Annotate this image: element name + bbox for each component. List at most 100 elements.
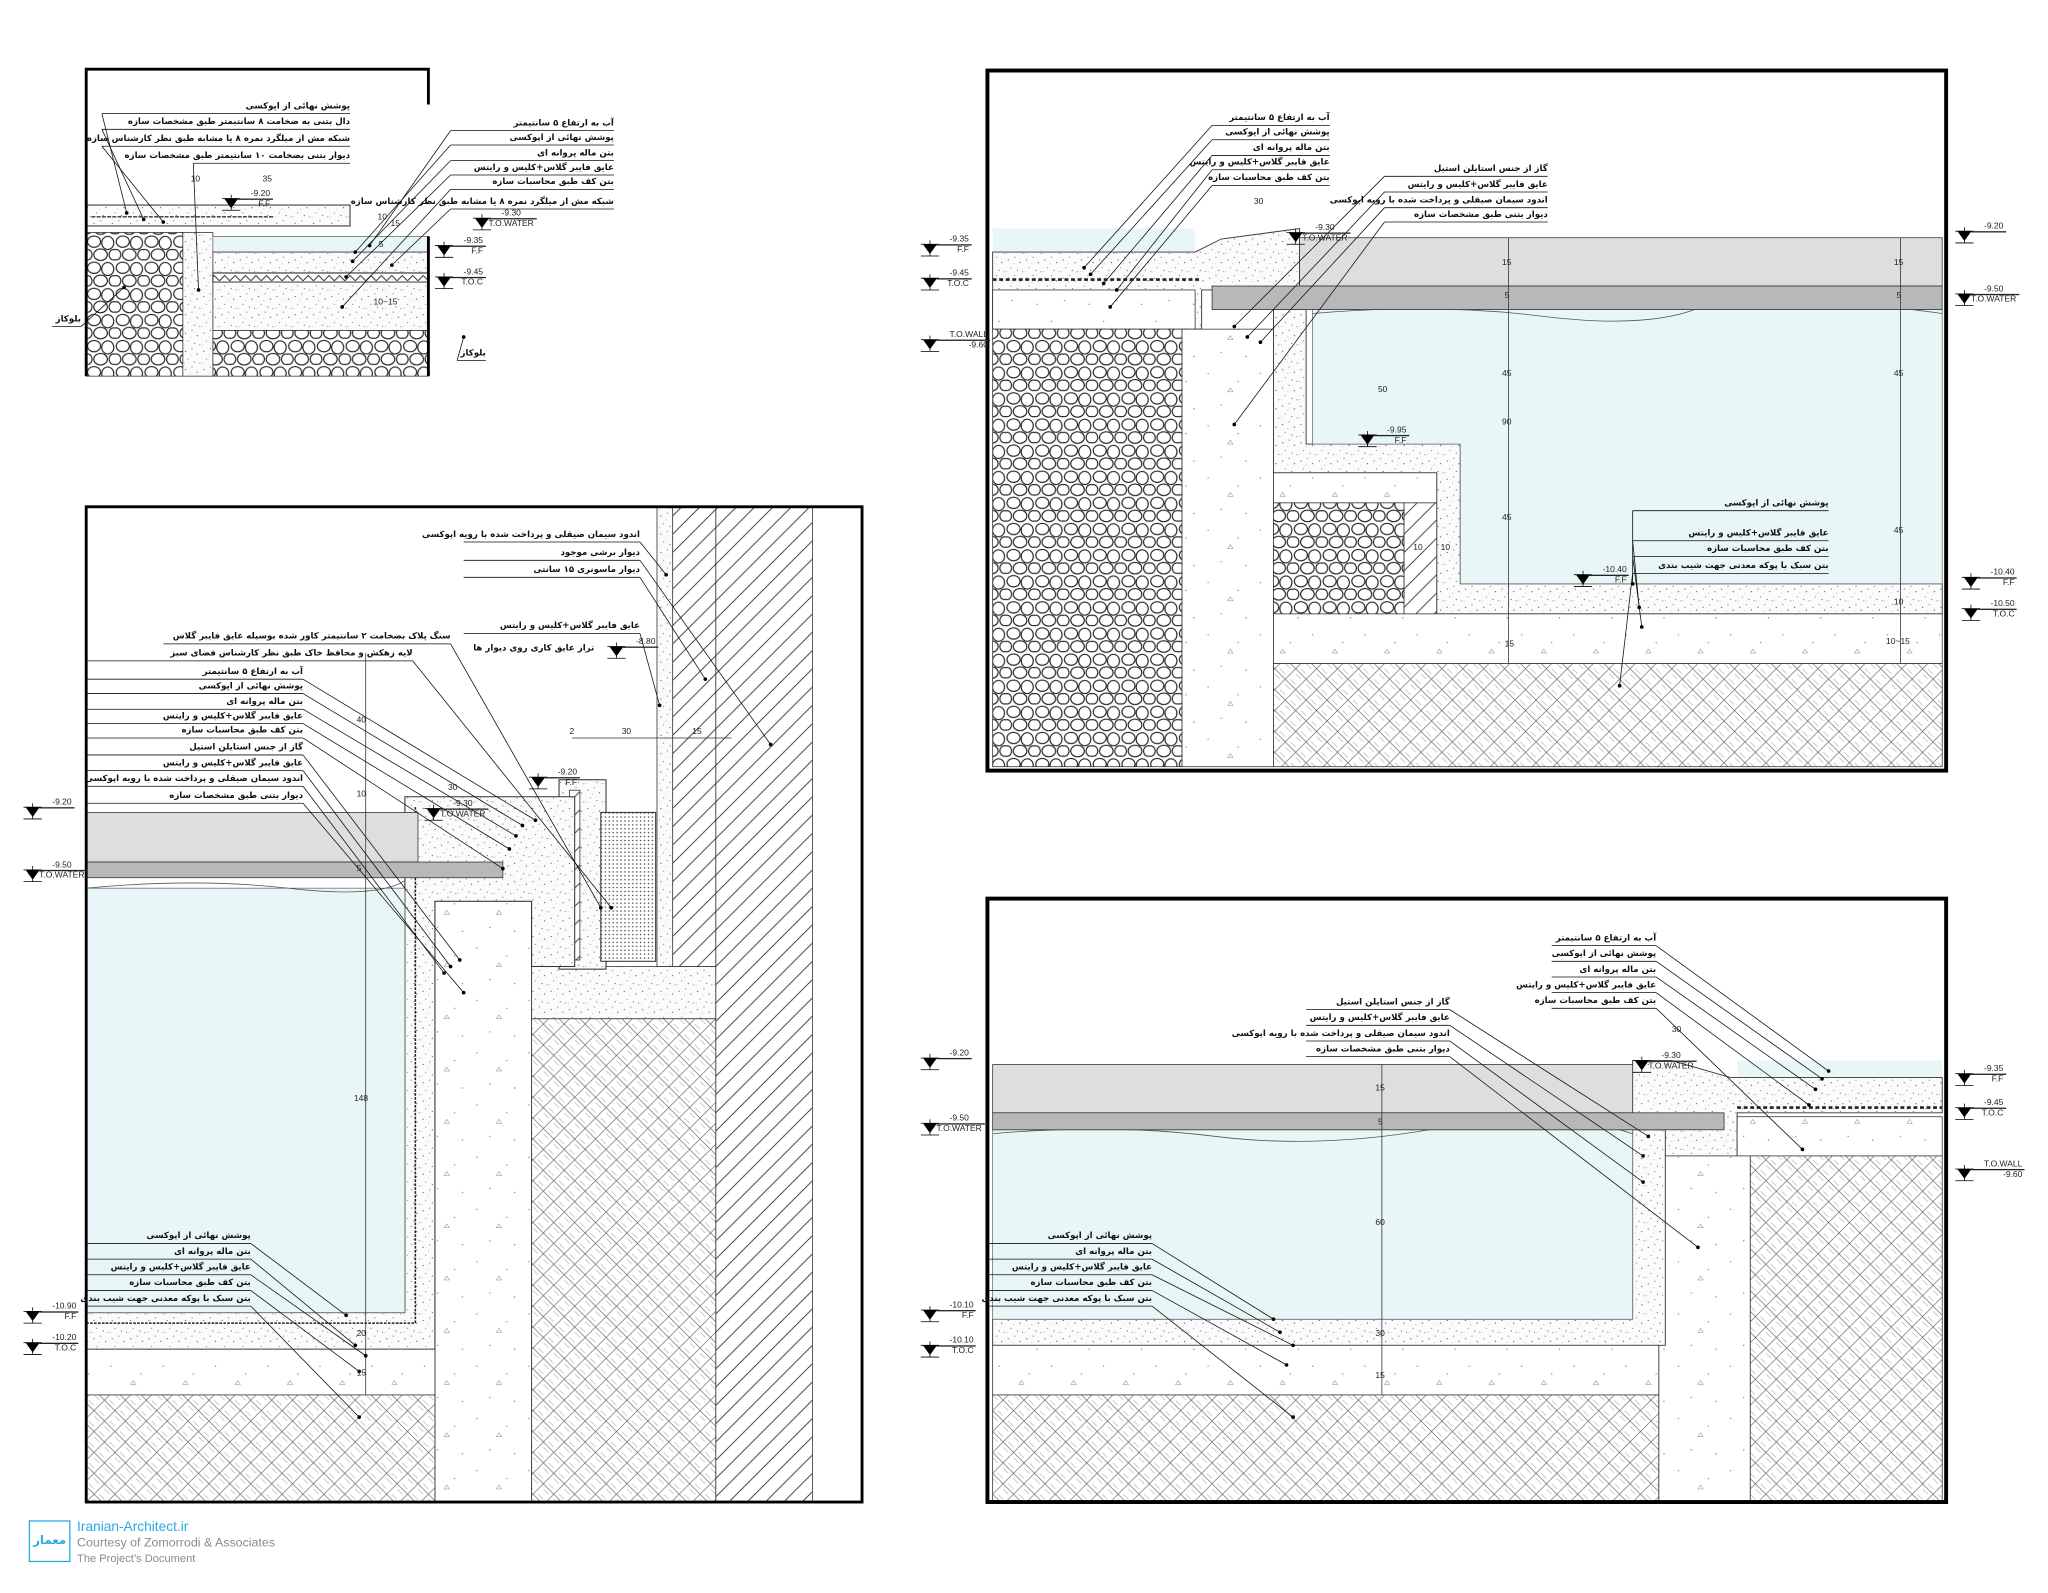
leader-line xyxy=(1116,169,1213,291)
leader-dot xyxy=(161,220,166,224)
dimension-text: 15 xyxy=(1893,258,1904,268)
dimension-text: 15 xyxy=(692,727,702,737)
level-tag: T.O.C xyxy=(54,1343,77,1354)
leader-line xyxy=(391,208,451,266)
level-tag: T.O.WATER xyxy=(1648,1061,1694,1072)
panel-frame xyxy=(985,68,1949,773)
dimension-text: 148 xyxy=(353,1094,369,1104)
callout-label: بتن ماله پروانه ای xyxy=(537,147,614,159)
level-marker-icon xyxy=(920,1341,940,1358)
step-concrete xyxy=(1273,472,1438,504)
document-note: The Project’s Document xyxy=(77,1551,196,1565)
leader-line xyxy=(250,1290,360,1372)
level-tag: T.O.WATER xyxy=(1302,233,1348,243)
compacted-soil xyxy=(531,1018,717,1503)
leader-line xyxy=(1655,976,1816,1090)
callout-label: بتن ماله پروانه ای xyxy=(1252,142,1330,153)
leader-dot xyxy=(598,905,603,910)
dimension-text: 90 xyxy=(1502,417,1512,428)
level-annotation: T.O.WALL-9.60 xyxy=(1970,1160,2025,1179)
leader-line xyxy=(250,1305,360,1418)
level-tag: F.F xyxy=(471,246,484,256)
leader-dot xyxy=(442,971,446,975)
level-value: -9.35 xyxy=(1970,1064,2006,1075)
callout-label: پوشش نهائی از اپوکسی xyxy=(198,680,304,691)
level-annotation: -9.20 xyxy=(39,798,75,809)
gravel-fill xyxy=(85,232,184,377)
pool-water xyxy=(85,887,406,1313)
callout-label: آب به ارتفاع ۵ سانتیمتر xyxy=(1555,932,1657,944)
callout-label: بتن ماله پروانه ای xyxy=(226,696,304,707)
callout-label: عایق فایبر گلاس+کلیس و رایتس xyxy=(1688,527,1829,539)
panel-c-stepped-pool-detail xyxy=(985,68,1949,773)
leader-line xyxy=(1090,139,1213,275)
leader-line xyxy=(1151,1258,1281,1333)
water-surface xyxy=(86,880,406,893)
callout-label: بتن سبک با پوکه معدنی جهت شیب بندی xyxy=(1658,560,1829,571)
level-marker-icon xyxy=(528,773,548,790)
callout-label: دیوار ماسونری ۱۵ سانتی xyxy=(533,564,640,575)
callout-label: عایق فایبر گلاس+کلیس و رایتس xyxy=(162,710,304,721)
leader-dot xyxy=(141,217,146,222)
callout-label: آب به ارتفاع ۵ سانتیمتر xyxy=(513,117,614,128)
leader-lines xyxy=(52,113,1831,1419)
leader-dot xyxy=(353,250,358,254)
screed-layer xyxy=(212,251,429,274)
dimension-text: 30 xyxy=(1253,197,1264,207)
leader-dot xyxy=(520,823,525,828)
shear-wall xyxy=(715,506,813,1503)
leader-dot xyxy=(457,958,462,962)
level-value: -9.50 xyxy=(936,1114,985,1125)
leader-dot xyxy=(1245,335,1250,339)
dimension-text: 30 xyxy=(621,727,632,737)
water-layer xyxy=(992,228,1196,253)
dimension-text: 5 xyxy=(1896,291,1902,301)
leader-dot xyxy=(501,866,505,871)
leader-dot xyxy=(609,905,614,910)
level-marker-icon xyxy=(23,803,42,820)
level-value: -9.20 xyxy=(544,768,580,779)
leader-line xyxy=(1260,207,1385,343)
leader-dot xyxy=(1291,1415,1295,1419)
leader-dot xyxy=(664,572,668,577)
leader-dot xyxy=(1826,1069,1831,1073)
leader-line xyxy=(1234,176,1385,327)
leader-line xyxy=(1655,992,1810,1106)
level-value: -9.20 xyxy=(237,189,273,200)
dimension-text: 15 xyxy=(390,219,400,229)
dimension-text: 45 xyxy=(1502,513,1512,523)
leader-dot xyxy=(1232,422,1237,427)
level-marker-icon xyxy=(1286,228,1305,245)
concrete-slab xyxy=(1736,1116,1943,1157)
callout-label: عایق فایبر گلاس+کلیس و رایتس xyxy=(1516,979,1657,991)
callout-label: پوشش نهائی از اپوکسی xyxy=(1551,948,1657,959)
leader-line xyxy=(302,723,510,850)
level-marker-icon xyxy=(23,1307,42,1324)
leader-line xyxy=(1247,191,1385,338)
level-value: -10.40 xyxy=(1977,568,2018,579)
callout-label: عایق فایبر گلاس+کلیس و رایتس xyxy=(162,757,304,768)
leader-line xyxy=(192,163,199,290)
level-marker-icon xyxy=(1961,573,1981,590)
leader-line xyxy=(101,113,128,213)
level-value: -9.30 xyxy=(488,209,537,220)
level-tag: T.O.WATER xyxy=(39,871,85,881)
callout-label: دیوار بتنی طبق مشخصات سازه xyxy=(1316,1043,1450,1055)
leader-line xyxy=(1109,185,1213,308)
leader-line xyxy=(369,130,451,246)
panel-frame xyxy=(985,896,1949,1504)
leader-dot xyxy=(1232,324,1237,329)
leader-dot xyxy=(1271,1317,1276,1322)
leader-line xyxy=(302,737,504,869)
site-name[interactable]: Iranian-Architect.ir xyxy=(77,1519,189,1535)
level-tag: F.F xyxy=(258,199,271,209)
callout-label: عایق فایبر گلاس+کلیس و رایتس xyxy=(1011,1261,1152,1273)
leader-dot xyxy=(461,990,466,995)
leader-line xyxy=(354,144,451,253)
leader-dot xyxy=(357,1415,362,1419)
